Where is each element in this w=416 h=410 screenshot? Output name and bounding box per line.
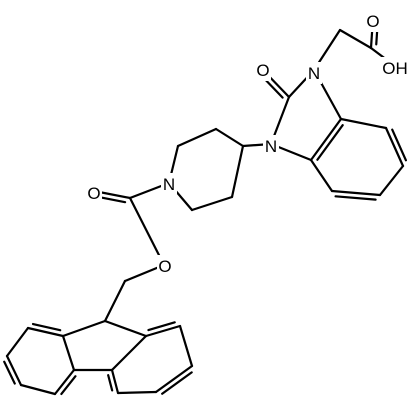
oh-label: OH: [382, 59, 408, 78]
bond-fluorene-c5-c6: [116, 390, 158, 395]
bond-fluorene-c7-c8: [178, 324, 194, 368]
imidazolone-nitrogen-1: N: [306, 62, 322, 84]
bond-carbamate-ester: [128, 196, 166, 267]
bond-c3a-c7a: [309, 117, 343, 162]
bond-c6-c7-second: [334, 195, 377, 201]
bond-c5-c6: [378, 164, 405, 197]
carbamate-ester-oxygen: O: [157, 255, 173, 277]
bond-fluorene-c4-c4a-second: [60, 375, 77, 396]
bond-fluorene-c9a-c1-second: [31, 322, 62, 332]
bond-fluorene-c4a-c9a: [61, 334, 76, 372]
piperidine-nitrogen: N: [161, 173, 177, 195]
atom-labels: OH O O N N N O O: [86, 10, 410, 277]
urea-carbonyl-oxygen: O: [255, 59, 271, 81]
imidazolone-nitrogen-3-label: N: [265, 137, 277, 156]
bond-fluorene-c6-c7-second: [161, 371, 193, 395]
bond-ch2-cooh: [338, 28, 373, 50]
imidazolone-nitrogen-1-label: N: [308, 64, 320, 83]
bond-fluorene-c1-c2: [5, 326, 30, 358]
imidazolone-nitrogen-3: N: [263, 135, 279, 157]
bond-fluorene-c8-c8a-second: [147, 321, 176, 332]
bond-piperidine-c6-c5: [190, 195, 234, 212]
carbamate-ester-oxygen-label: O: [158, 257, 171, 276]
acid-carbonyl-oxygen-label: O: [366, 12, 379, 31]
urea-carbonyl-oxygen-label: O: [256, 61, 269, 80]
bond-piperidine-c4-c3: [214, 127, 245, 148]
piperidine-nitrogen-label: N: [163, 175, 175, 194]
carbamate-carbonyl-oxygen: O: [86, 182, 102, 204]
bond-c6-c7: [330, 189, 382, 197]
bond-fluorene-c6-c7: [154, 364, 194, 394]
bond-piperidine-c3-c2: [176, 127, 218, 148]
bond-fluorene-c9a-c1: [26, 326, 65, 338]
bond-c4-c5-second: [391, 128, 408, 162]
bond-fluorene-c4b-c5-second: [107, 374, 114, 392]
bond-c7a-c4: [339, 117, 388, 130]
bond-c3a-c7a-second: [316, 124, 344, 161]
bond-piperidine-c5-c4: [230, 144, 245, 199]
bond-fluorene-c4b-c5: [110, 368, 120, 395]
bond-c4-c5: [384, 126, 405, 168]
acid-carbonyl-oxygen: O: [365, 10, 381, 32]
bond-fluorene-c3-c4: [19, 383, 57, 396]
carbamate-carbonyl-oxygen-label: O: [87, 184, 100, 203]
oh-group: OH: [380, 57, 410, 79]
bonds: [3, 16, 408, 396]
bond-fluorene-c8-c8a: [144, 324, 182, 338]
bond-fluorene-c4-c4a: [53, 368, 76, 396]
bond-fluorene-c2-c3-second: [3, 360, 16, 385]
bond-fluorene-c2-c3: [5, 354, 23, 387]
bond-ch2-c9: [103, 279, 127, 323]
bond-c7-c3a: [309, 158, 334, 193]
bond-fluorene-c8a-c4b: [110, 334, 148, 372]
bond-c9-c9a: [61, 319, 107, 338]
bond-c9-c8a: [103, 319, 148, 338]
